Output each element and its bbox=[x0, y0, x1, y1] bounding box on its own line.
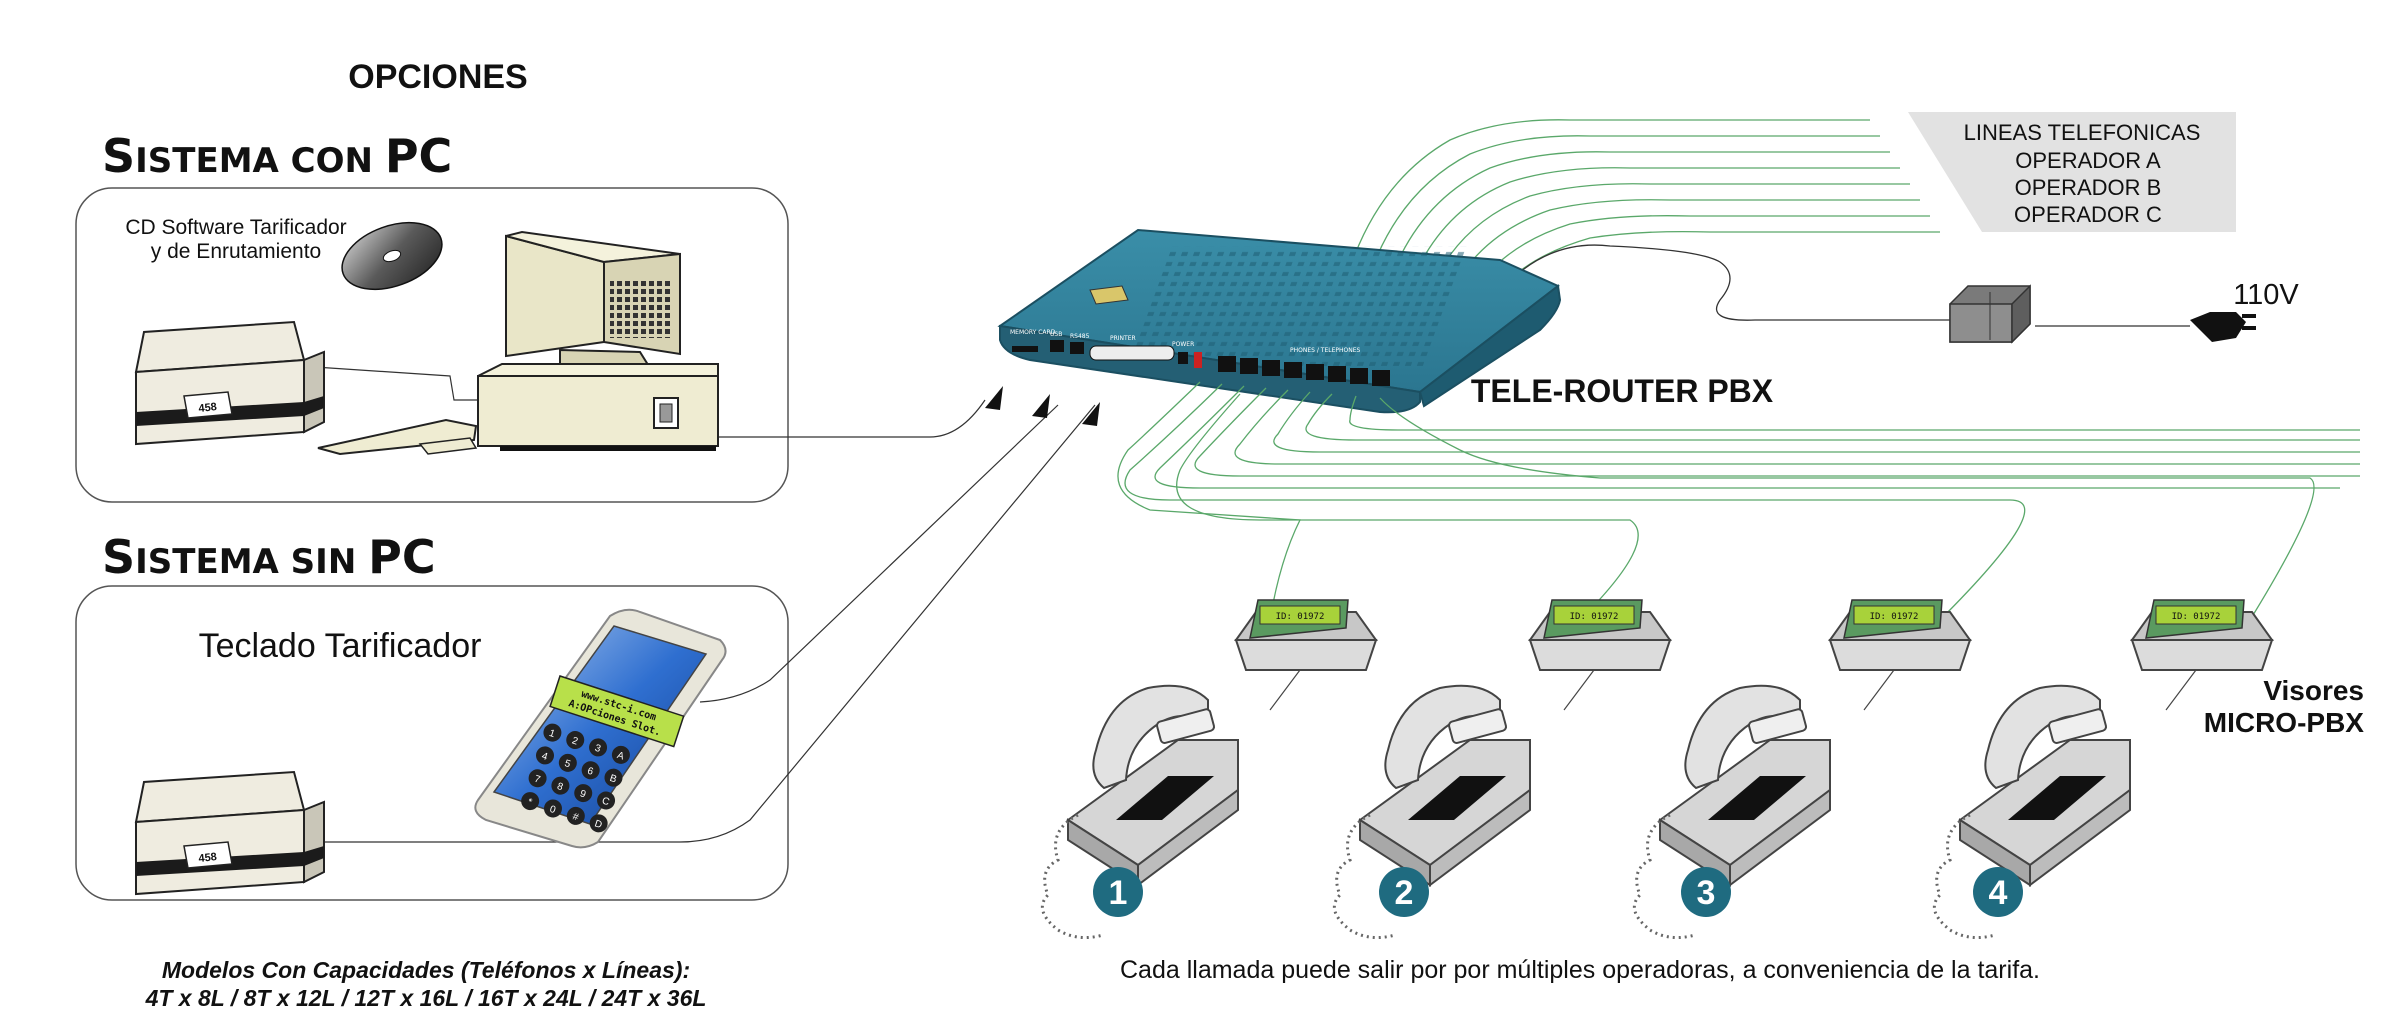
svg-text:Modelos Con Capacidades (Teléf: Modelos Con Capacidades (Teléfonos x Lín… bbox=[162, 957, 690, 983]
svg-text:OPERADOR C: OPERADOR C bbox=[2014, 202, 2162, 227]
svg-text:SISTEMA SIN PC: SISTEMA SIN PC bbox=[102, 530, 436, 584]
svg-text:LINEAS TELEFONICAS: LINEAS TELEFONICAS bbox=[1964, 120, 2201, 145]
svg-text:8: 8 bbox=[556, 781, 565, 793]
printer-cable bbox=[299, 365, 488, 401]
svg-text:1: 1 bbox=[548, 728, 557, 740]
svg-text:USB: USB bbox=[1050, 331, 1062, 338]
svg-text:OPERADOR A: OPERADOR A bbox=[2015, 148, 2161, 173]
tele-router-device: MEMORY CARD USB RS485 PRINTER POWER PHON… bbox=[997, 228, 1562, 414]
phone-2 bbox=[1332, 684, 1532, 940]
svg-text:#: # bbox=[571, 811, 580, 823]
connection-arrows bbox=[985, 386, 1100, 426]
display-2: ID: 01972 bbox=[1529, 599, 1671, 671]
cd-icon bbox=[341, 221, 443, 291]
visores-label: Visores MICRO-PBX bbox=[2204, 675, 2365, 738]
display-1: ID: 01972 bbox=[1235, 599, 1377, 671]
svg-text:Visores: Visores bbox=[2263, 675, 2364, 706]
display-4: ID: 01972 bbox=[2131, 599, 2273, 671]
section-pc-heading: SISTEMA CON PC bbox=[102, 129, 452, 183]
section-nopc-heading: SISTEMA SIN PC bbox=[102, 530, 436, 584]
svg-text:3: 3 bbox=[1697, 874, 1716, 912]
keypad-label: Teclado Tarificador bbox=[199, 627, 482, 665]
section-pc-panel bbox=[75, 187, 789, 503]
svg-text:PHONES / TELEPHONES: PHONES / TELEPHONES bbox=[1290, 347, 1360, 354]
svg-text:2: 2 bbox=[1395, 874, 1414, 912]
lines-box: LINEAS TELEFONICAS OPERADOR A OPERADOR B… bbox=[1908, 112, 2236, 232]
section-nopc-panel bbox=[75, 585, 789, 901]
power-cable bbox=[1519, 244, 1955, 321]
voltage-label: 110V bbox=[2233, 279, 2299, 311]
phone-3 bbox=[1632, 684, 1832, 940]
models-caption: Modelos Con Capacidades (Teléfonos x Lín… bbox=[145, 957, 707, 1011]
svg-text:MICRO-PBX: MICRO-PBX bbox=[2204, 707, 2365, 738]
phone-4 bbox=[1932, 684, 2132, 940]
display-links bbox=[1269, 669, 2197, 711]
display-3: ID: 01972 bbox=[1829, 599, 1971, 671]
svg-text:458: 458 bbox=[198, 401, 218, 415]
svg-text:6: 6 bbox=[586, 766, 595, 778]
svg-text:4: 4 bbox=[1989, 874, 2008, 912]
svg-text:5: 5 bbox=[563, 758, 572, 770]
svg-text:9: 9 bbox=[578, 788, 587, 800]
options-title: OPCIONES bbox=[348, 58, 527, 96]
svg-text:3: 3 bbox=[593, 743, 602, 755]
svg-text:ID: 01972: ID: 01972 bbox=[1276, 612, 1325, 622]
svg-text:0: 0 bbox=[548, 804, 557, 816]
svg-text:y de Enrutamiento: y de Enrutamiento bbox=[151, 240, 321, 263]
keypad-device: www.stc-i.com A:OPciones Slot. 1 2 3 A 4… bbox=[474, 608, 727, 849]
svg-text:7: 7 bbox=[533, 774, 542, 786]
svg-text:4: 4 bbox=[540, 751, 549, 763]
svg-text:RS485: RS485 bbox=[1070, 333, 1090, 340]
svg-text:MEMORY CARD: MEMORY CARD bbox=[1010, 329, 1056, 336]
svg-text:4T x 8L / 8T x 12L / 12T x 16L: 4T x 8L / 8T x 12L / 12T x 16L / 16T x 2… bbox=[145, 985, 707, 1011]
svg-text:*: * bbox=[526, 797, 533, 809]
extension-lines bbox=[1117, 381, 2360, 621]
svg-text:458: 458 bbox=[198, 851, 218, 865]
printer-icon: 458 bbox=[135, 321, 325, 445]
svg-text:POWER: POWER bbox=[1172, 341, 1194, 348]
svg-text:1: 1 bbox=[1109, 874, 1128, 912]
plug-icon bbox=[2190, 312, 2256, 342]
pc-cable bbox=[712, 399, 986, 438]
svg-text:A: A bbox=[616, 750, 626, 763]
printer2-cable bbox=[306, 404, 1096, 843]
cd-label: CD Software Tarificador y de Enrutamient… bbox=[125, 216, 346, 263]
svg-text:B: B bbox=[608, 773, 618, 786]
phone-number-badges: 1 2 3 4 bbox=[1093, 867, 2023, 917]
printer2-icon: 458 bbox=[135, 771, 325, 895]
bottom-caption: Cada llamada puede salir por por múltipl… bbox=[1120, 956, 2040, 984]
keypad-keys: 1 2 3 A 4 5 6 B 7 8 9 C * 0 # D bbox=[521, 723, 630, 833]
computer-icon bbox=[317, 230, 719, 456]
svg-text:ID: 01972: ID: 01972 bbox=[2172, 612, 2221, 622]
svg-text:C: C bbox=[600, 796, 610, 809]
svg-text:D: D bbox=[593, 818, 603, 831]
svg-text:CD Software Tarificador: CD Software Tarificador bbox=[125, 216, 346, 239]
power-adapter bbox=[1949, 284, 2031, 344]
svg-text:OPERADOR B: OPERADOR B bbox=[2015, 175, 2162, 200]
svg-text:ID: 01972: ID: 01972 bbox=[1570, 612, 1619, 622]
svg-text:ID: 01972: ID: 01972 bbox=[1870, 612, 1919, 622]
svg-text:2: 2 bbox=[570, 735, 579, 747]
svg-text:SISTEMA CON PC: SISTEMA CON PC bbox=[102, 129, 452, 183]
router-label: TELE-ROUTER PBX bbox=[1471, 373, 1774, 409]
svg-text:PRINTER: PRINTER bbox=[1110, 335, 1136, 342]
keypad-cable bbox=[699, 404, 1059, 703]
